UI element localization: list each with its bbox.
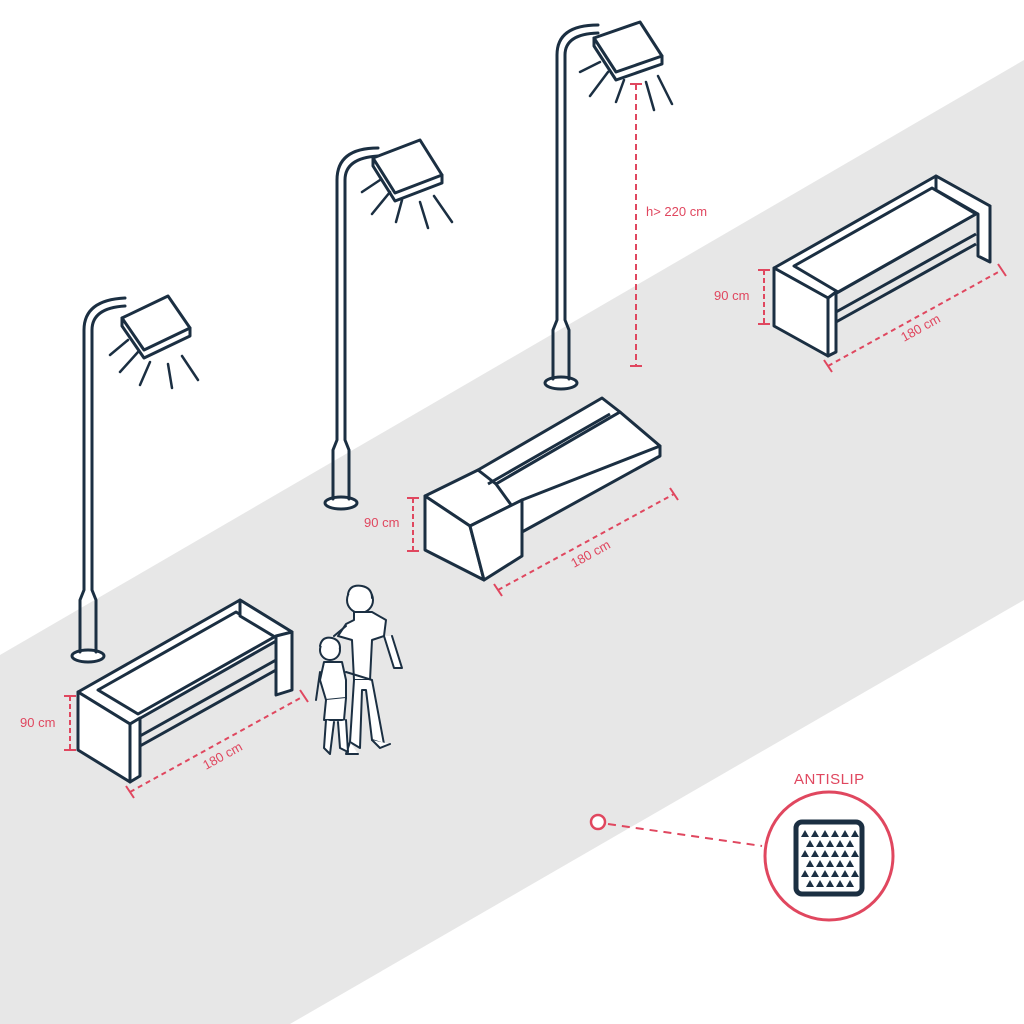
antislip-texture-triangle: [801, 830, 809, 837]
light-rays-center: [360, 178, 454, 230]
adult-figure: [333, 584, 403, 755]
child-figure: [315, 636, 373, 755]
antislip-texture-triangle: [841, 830, 849, 837]
street-lamp-left: [70, 294, 200, 664]
antislip-texture-triangle: [841, 850, 849, 857]
antislip-texture-triangle: [831, 830, 839, 837]
antislip-texture-triangle: [811, 870, 819, 877]
antislip-marker-point: [589, 813, 607, 831]
bench-center-height-dimension: [407, 497, 419, 552]
bench-left-height-label: 90 cm: [20, 715, 55, 730]
antislip-texture-triangle: [806, 860, 814, 867]
antislip-texture-triangle: [806, 880, 814, 887]
bench-left: [76, 598, 294, 784]
street-lamp-center: [323, 138, 454, 511]
antislip-texture-triangle: [816, 860, 824, 867]
antislip-texture-triangle: [831, 850, 839, 857]
antislip-texture-triangle: [826, 860, 834, 867]
bench-center: [423, 396, 662, 582]
lamp-height-dimension: [630, 83, 642, 367]
bench-left-length-dimension: [125, 689, 309, 799]
antislip-texture-triangle: [826, 880, 834, 887]
antislip-texture-triangle: [836, 840, 844, 847]
antislip-texture-triangle: [801, 850, 809, 857]
antislip-texture-triangle: [806, 840, 814, 847]
antislip-texture-triangle: [831, 870, 839, 877]
street-lamp-right: [543, 20, 674, 391]
antislip-texture-triangle: [846, 840, 854, 847]
antislip-texture-icon: [793, 819, 865, 897]
antislip-texture-triangle: [816, 840, 824, 847]
bench-right-height-label: 90 cm: [714, 288, 749, 303]
antislip-leader-line: [607, 823, 763, 847]
lamp-height-label: h> 220 cm: [646, 204, 707, 219]
bench-left-height-dimension: [64, 695, 76, 751]
antislip-texture-triangle: [821, 850, 829, 857]
bench-right: [772, 174, 992, 358]
antislip-texture-triangle: [851, 830, 859, 837]
antislip-texture-triangle: [836, 880, 844, 887]
antislip-texture-triangle: [851, 850, 859, 857]
antislip-texture-triangle: [816, 880, 824, 887]
bench-right-length-dimension: [823, 263, 1007, 373]
light-rays-right: [578, 60, 674, 112]
antislip-label: ANTISLIP: [794, 771, 865, 788]
antislip-texture-triangle: [811, 830, 819, 837]
antislip-texture-triangle: [846, 860, 854, 867]
antislip-texture-triangle: [801, 870, 809, 877]
antislip-texture-triangle: [846, 880, 854, 887]
light-rays-left: [108, 338, 200, 390]
bench-right-height-dimension: [758, 269, 770, 325]
antislip-texture-triangle: [841, 870, 849, 877]
antislip-texture-triangle: [851, 870, 859, 877]
antislip-texture-triangle: [811, 850, 819, 857]
antislip-texture-triangle: [836, 860, 844, 867]
bench-center-height-label: 90 cm: [364, 515, 399, 530]
antislip-texture-triangle: [826, 840, 834, 847]
bench-center-length-dimension: [493, 487, 679, 597]
antislip-texture-triangle: [821, 870, 829, 877]
antislip-texture-triangle: [821, 830, 829, 837]
